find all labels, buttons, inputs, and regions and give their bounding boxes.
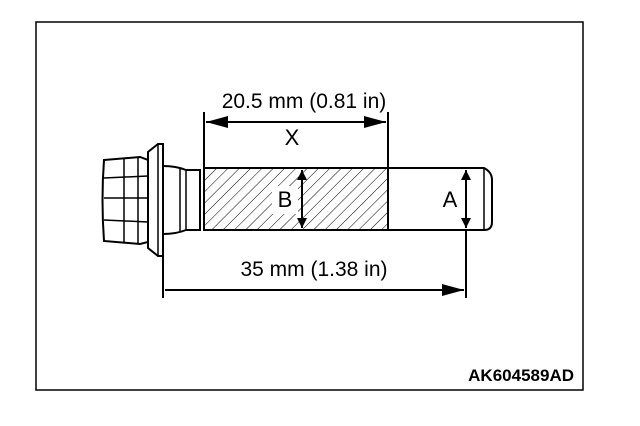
bolt-head <box>101 143 164 257</box>
label-b: B <box>278 187 293 212</box>
dimension-x <box>203 112 389 168</box>
label-a: A <box>443 187 458 212</box>
label-x: X <box>285 125 300 150</box>
label-b-background <box>272 186 298 214</box>
thread-length-label: 20.5 mm (0.81 in) <box>222 90 387 113</box>
dimension-overall-length <box>162 230 467 298</box>
bolt-neck <box>162 165 201 235</box>
figure-code: AK604589AD <box>468 366 574 385</box>
bolt-shank-end <box>388 167 493 231</box>
figure-frame <box>35 21 584 391</box>
overall-length-label: 35 mm (1.38 in) <box>240 258 387 281</box>
